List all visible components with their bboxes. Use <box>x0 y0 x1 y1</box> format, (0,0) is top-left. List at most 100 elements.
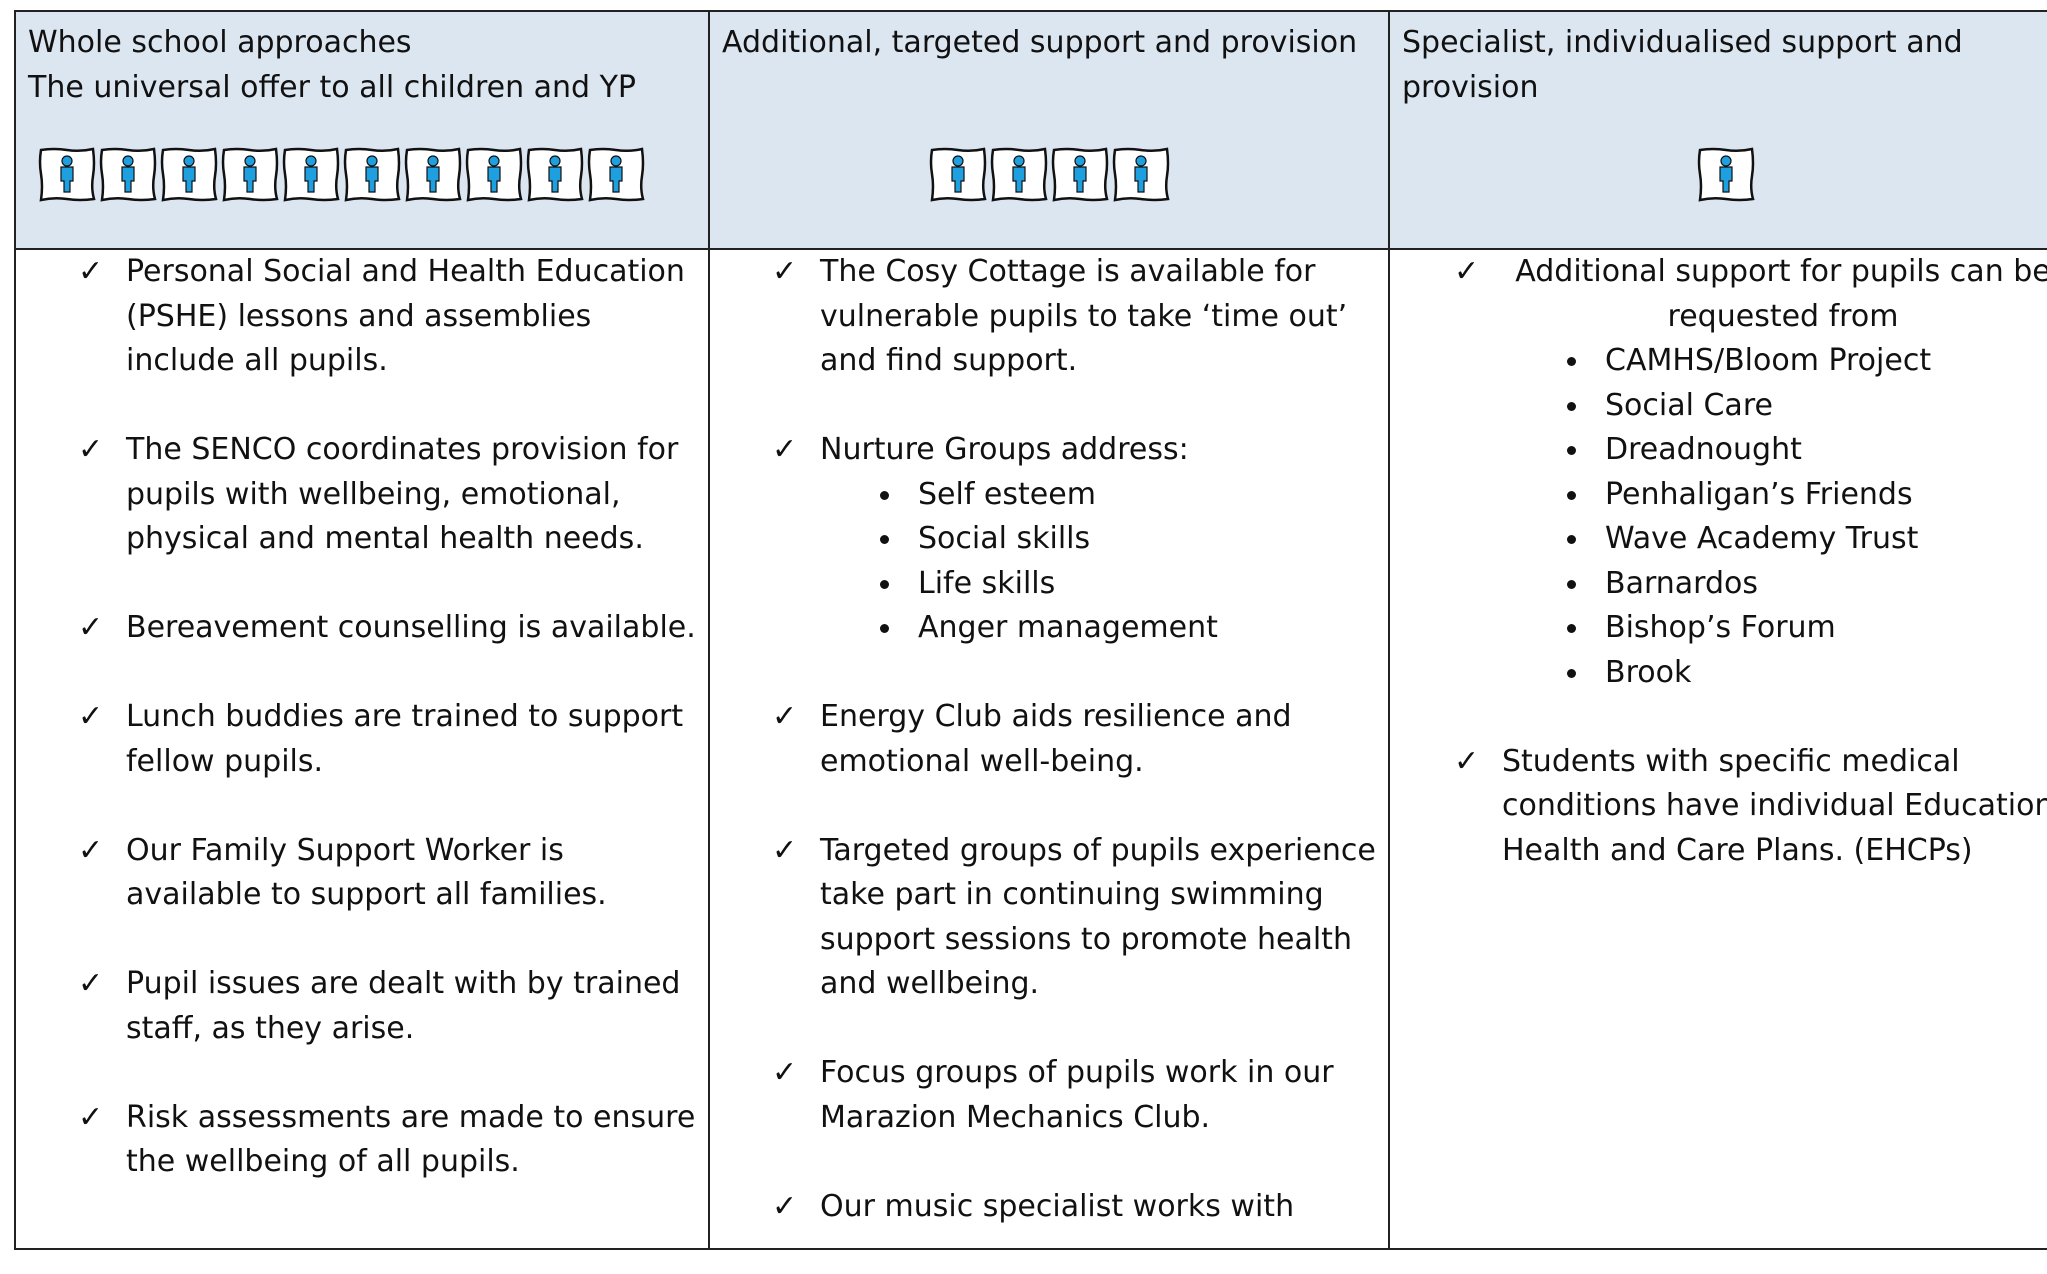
person-icon <box>526 147 584 202</box>
sub-list-item-text: Brook <box>1605 654 1692 690</box>
person-icon <box>929 147 987 202</box>
bullet-icon <box>880 490 889 500</box>
bullet-icon <box>1567 401 1576 411</box>
list-item-text: Our music specialist works with <box>820 1188 1295 1224</box>
list-item-text: Nurture Groups address: <box>820 432 1189 467</box>
people-figures <box>38 146 645 202</box>
sub-list-item-text: Wave Academy Trust <box>1605 521 1919 556</box>
sub-list-item: Anger management <box>870 606 1382 651</box>
sub-list-item-text: Anger management <box>918 610 1218 645</box>
list-item: ✓ Targeted groups of pupils experience ta… <box>772 829 1382 1007</box>
bullet-icon <box>1567 579 1576 589</box>
sub-list-item: Barnardos <box>1557 562 2047 607</box>
bullet-icon <box>1567 624 1576 633</box>
person-icon <box>404 147 462 202</box>
sub-list-item: Life skills <box>870 562 1382 607</box>
list-item-text: Bereavement counselling is available. <box>126 610 696 645</box>
check-icon: ✓ <box>772 699 798 734</box>
list-item-text: Energy Club aids resilience and emotiona… <box>820 699 1292 779</box>
person-icon <box>990 147 1048 202</box>
list-item: ✓Risk assessments are made to ensure the… <box>78 1096 708 1185</box>
list-item-text: Additional support for pupils can be req… <box>1515 254 2047 334</box>
person-icon <box>160 147 218 202</box>
column-heading-line: Whole school approaches <box>28 25 412 60</box>
check-icon: ✓ <box>78 432 104 467</box>
list-item-text: Personal Social and Health Education (PS… <box>126 254 685 378</box>
check-icon: ✓ <box>772 1055 798 1090</box>
column-divider <box>708 12 710 1248</box>
bullet-icon <box>880 579 889 589</box>
person-icon <box>1112 147 1170 202</box>
column-header-targeted: Additional, targeted support and provisi… <box>710 12 1388 248</box>
sub-list-item: Self esteem <box>870 473 1382 518</box>
check-icon: ✓ <box>78 832 104 868</box>
sub-list-item: Wave Academy Trust <box>1557 517 2047 562</box>
person-icon <box>343 147 401 202</box>
header-divider <box>16 248 2047 250</box>
list-item-text: Targeted groups of pupils experience tak… <box>820 832 1376 1002</box>
column-heading-line: Specialist, individualised support and <box>1402 25 1963 60</box>
list-item: ✓ Personal Social and Health Education (P… <box>78 250 708 384</box>
sub-list-item-text: CAMHS/Bloom Project <box>1605 343 1932 378</box>
list-item-text: The Cosy Cottage is available for vulner… <box>820 254 1348 378</box>
list-item-text: The SENCO coordinates provision for pupi… <box>126 432 679 556</box>
sub-list-item-text: Life skills <box>918 565 1056 601</box>
list-item-text: Lunch buddies are trained to support fel… <box>126 699 684 779</box>
person-icon <box>587 147 645 202</box>
sub-list-item: CAMHS/Bloom Project <box>1557 339 2047 384</box>
sub-list-item-text: Self esteem <box>918 476 1096 512</box>
check-icon: ✓ <box>78 254 104 289</box>
check-icon: ✓ <box>772 832 798 868</box>
list-item-text: Students with specific medical condition… <box>1502 743 2047 868</box>
bullet-icon <box>1567 357 1576 366</box>
list-item: ✓ Energy Club aids resilience and emotion… <box>772 695 1382 784</box>
sub-list-item-text: Social Care <box>1605 387 1773 423</box>
person-icon <box>465 147 523 202</box>
column-body-specialist: ✓ Additional support for pupils can be re… <box>1454 250 2047 918</box>
check-icon: ✓ <box>78 1099 104 1135</box>
bullet-icon <box>1567 535 1576 544</box>
list-item: ✓ Pupil issues are dealt with by trained … <box>78 962 708 1051</box>
people-figures <box>1697 146 1755 202</box>
check-icon: ✓ <box>78 966 104 1001</box>
bullet-icon <box>880 624 889 633</box>
sub-list-item-text: Bishop’s Forum <box>1605 610 1836 645</box>
person-icon <box>1697 147 1755 202</box>
check-icon: ✓ <box>78 610 104 645</box>
check-icon: ✓ <box>772 432 798 467</box>
list-item: ✓Additional support for pupils can be re… <box>1454 250 2047 695</box>
person-icon <box>38 147 96 202</box>
list-item-text: Pupil issues are dealt with by trained s… <box>126 966 681 1046</box>
list-item: ✓The Cosy Cottage is available for vulne… <box>772 250 1382 384</box>
list-item: ✓ Our music specialist works with <box>772 1185 1382 1230</box>
list-item-text: Focus groups of pupils work in our Maraz… <box>820 1055 1334 1135</box>
list-item: ✓ The SENCO coordinates provision for pup… <box>78 428 708 562</box>
column-heading-line: Additional, targeted support and provisi… <box>722 25 1358 60</box>
bullet-icon <box>1567 446 1576 455</box>
bullet-icon <box>880 535 889 544</box>
sub-list-item-text: Dreadnought <box>1605 432 1802 467</box>
column-body-targeted: ✓ The Cosy Cottage is available for vulne… <box>772 250 1382 1274</box>
sub-list-item: Social Care <box>1557 384 2047 429</box>
list-item: ✓ Lunch buddies are trained to support fe… <box>78 695 708 784</box>
sub-list-item-text: Social skills <box>918 521 1091 556</box>
column-heading-line: provision <box>1402 70 1539 105</box>
sub-list-item: Dreadnought <box>1557 428 2047 473</box>
sub-list-item-text: Barnardos <box>1605 565 1759 601</box>
sub-list-item: Bishop’s Forum <box>1557 606 2047 651</box>
check-icon: ✓ <box>1454 743 1480 779</box>
check-icon: ✓ <box>772 1188 798 1224</box>
list-item: ✓ Bereavement counselling is available. <box>78 606 708 651</box>
check-icon: ✓ <box>78 699 104 734</box>
column-divider <box>1388 12 1390 1248</box>
sub-list-item: Brook <box>1557 651 2047 696</box>
column-header-specialist: Specialist, individualised support and pr… <box>1390 12 2047 248</box>
sub-list-item: Penhaligan’s Friends <box>1557 473 2047 518</box>
list-item-text: Our Family Support Worker is available t… <box>126 832 607 913</box>
sub-list-item-text: Penhaligan’s Friends <box>1605 476 1913 512</box>
